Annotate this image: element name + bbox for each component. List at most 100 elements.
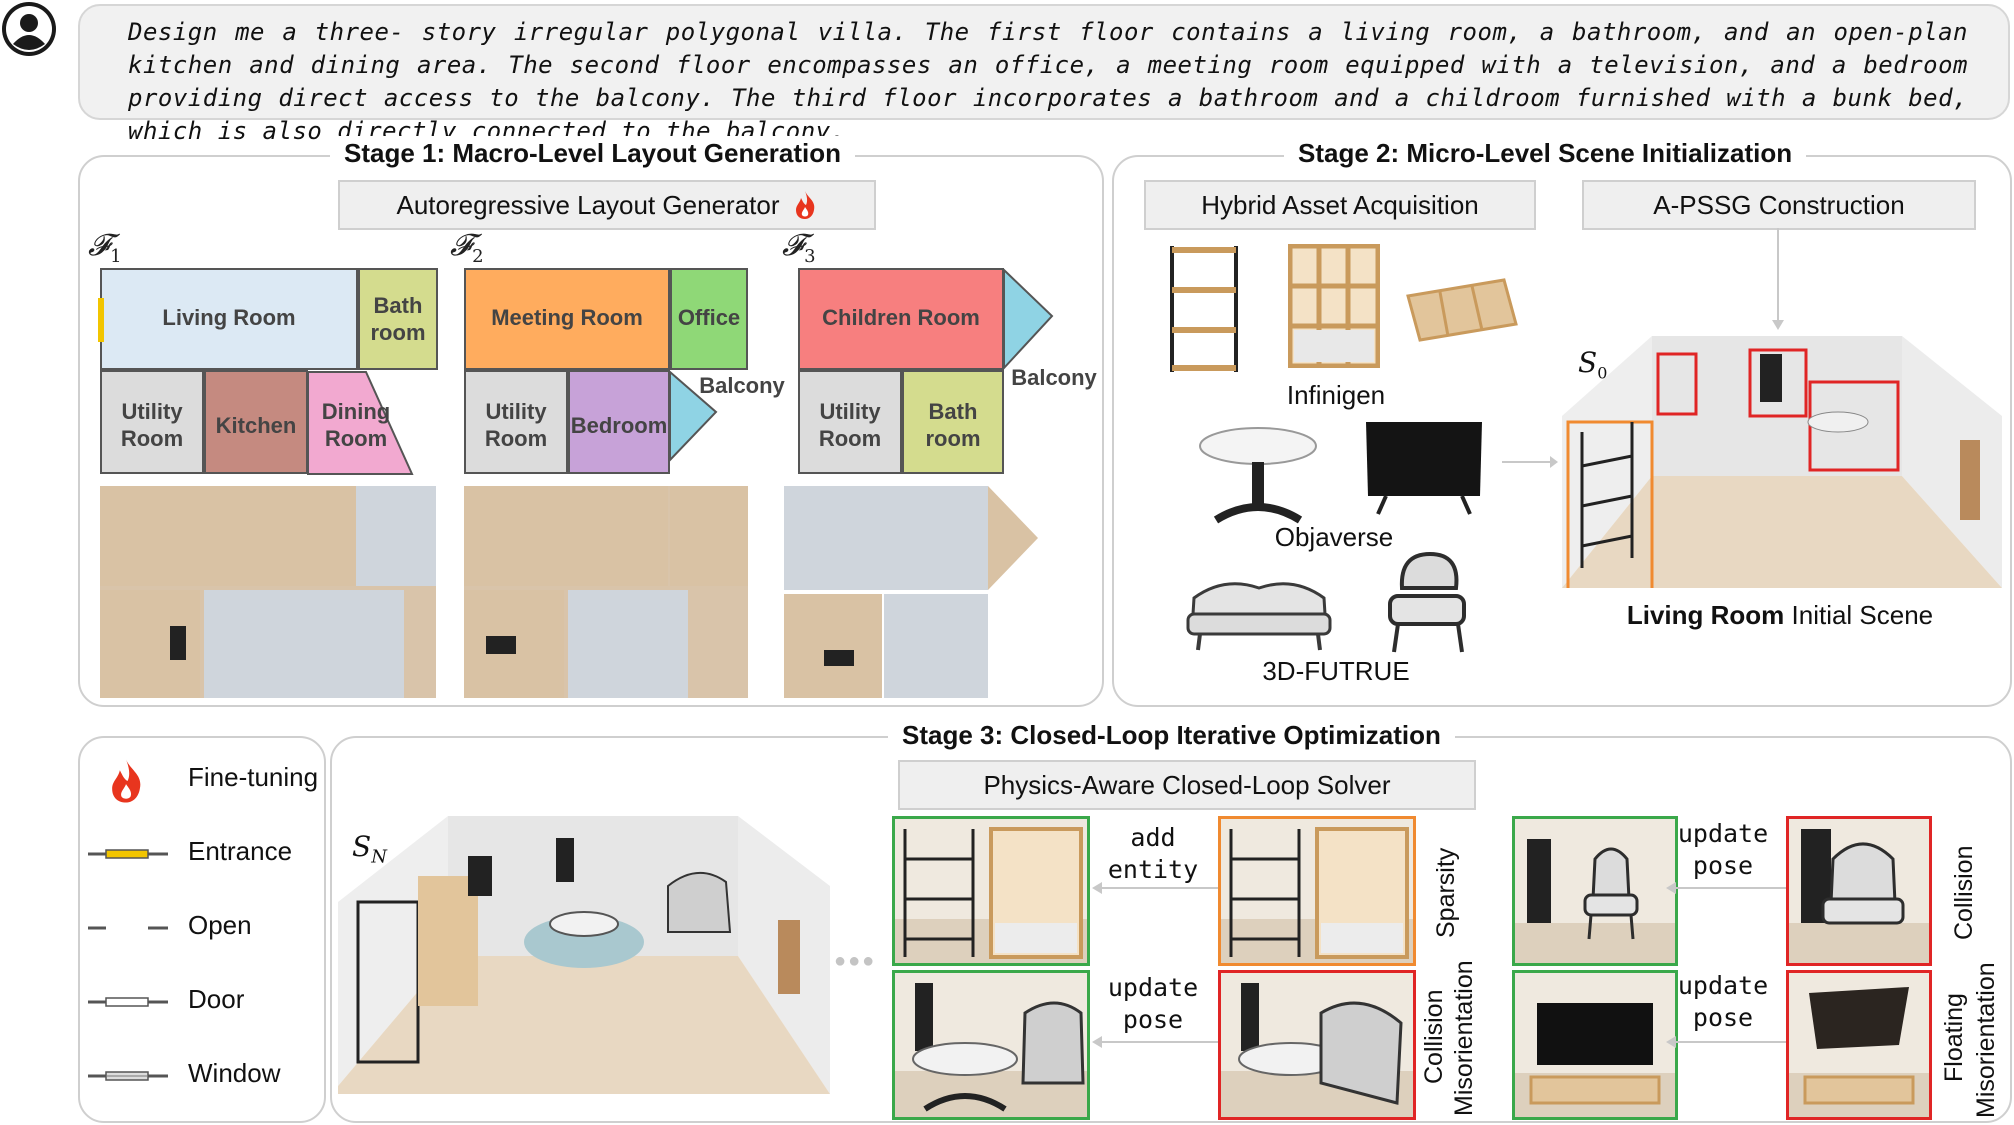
final-scene-render	[338, 816, 830, 1094]
office-block	[670, 268, 748, 370]
label-floating: Floating	[1940, 993, 1968, 1082]
legend-open: Open	[88, 908, 388, 948]
balcony-label-3: Balcony	[1011, 365, 1097, 390]
issue-thumb-collision-misorientation	[1218, 970, 1416, 1120]
legend-label: Door	[188, 984, 245, 1014]
solver-box: Physics-Aware Closed-Loop Solver	[898, 760, 1476, 810]
window-line-icon	[88, 1071, 168, 1081]
pssg-box: A-PSSG Construction	[1582, 180, 1976, 230]
result-thumb-add-entity	[892, 816, 1090, 966]
update-pose-arrow-1	[1092, 1036, 1218, 1048]
legend-window: Window	[88, 1056, 388, 1096]
final-scene-symbol: SN	[352, 830, 387, 868]
label-collision-1: Collision	[1420, 989, 1448, 1084]
legend-entrance: Entrance	[88, 834, 388, 874]
balcony-block-3	[1003, 268, 1054, 371]
shelf-asset-icon	[1170, 246, 1238, 372]
ellipsis-dots: ●●●	[834, 950, 877, 972]
kitchen-label: Kitchen	[215, 413, 297, 438]
layout-generator-box: Autoregressive Layout Generator	[338, 180, 876, 230]
legend-label: Open	[188, 910, 252, 940]
issue-thumb-sparsity	[1218, 816, 1416, 966]
floor2-render	[464, 486, 748, 698]
legend-fine-tuning: Fine-tuning	[88, 759, 388, 803]
result-thumb-update-pose-3	[1512, 970, 1678, 1120]
layout-generator-label: Autoregressive Layout Generator	[396, 189, 780, 220]
legend-label: Window	[188, 1058, 281, 1088]
assets-to-scene-arrow	[1502, 456, 1558, 468]
add-entity-arrow	[1092, 882, 1218, 894]
living-room-block	[100, 268, 358, 370]
result-thumb-update-pose-1	[892, 970, 1090, 1120]
entrance-marker	[98, 298, 104, 342]
utility-block	[100, 370, 204, 474]
floor1-index: 𝓕1	[88, 228, 122, 267]
balcony-block-2	[669, 369, 718, 463]
floor1-render	[100, 486, 436, 698]
bedroom-block	[568, 370, 670, 474]
armchair-asset-icon	[1388, 551, 1466, 653]
utility-block-3	[798, 370, 902, 474]
issue-thumb-floating-misorientation	[1786, 970, 1932, 1120]
flame-icon	[112, 759, 141, 803]
dining-block	[307, 371, 414, 475]
label-misorientation-2: Misorientation	[1972, 962, 2000, 1118]
initial-scene-symbol: S0	[1578, 346, 1608, 383]
source-infinigen: Infinigen	[1286, 380, 1386, 410]
office-label: Office	[677, 305, 741, 330]
door-line-icon	[88, 997, 168, 1007]
prompt-box: Design me a three- story irregular polyg…	[78, 4, 2010, 145]
user-avatar-icon	[0, 0, 58, 58]
legend-door: Door	[88, 982, 388, 1022]
bedroom-label: Bedroom	[570, 413, 668, 438]
stage1-title: Stage 1: Macro-Level Layout Generation	[330, 136, 856, 170]
legend-label: Entrance	[188, 836, 293, 866]
wall-shelf-asset-icon	[1406, 278, 1518, 342]
label-collision-2: Collision	[1950, 845, 1978, 940]
cube-shelf-asset-icon	[1288, 244, 1380, 368]
initial-scene-caption: Living Room Initial Scene	[1626, 600, 1934, 630]
tv-asset-icon	[1366, 422, 1482, 515]
source-3d-futrue: 3D-FUTRUE	[1262, 656, 1410, 686]
bath-block	[358, 268, 438, 370]
issue-thumb-collision	[1786, 816, 1932, 966]
update-pose-arrow-2	[1666, 882, 1786, 894]
label-sparsity: Sparsity	[1432, 847, 1460, 938]
label-misorientation-1: Misorientation	[1450, 960, 1478, 1116]
result-thumb-update-pose-2	[1512, 816, 1678, 966]
pssg-to-scene-arrow	[1772, 228, 1784, 330]
living-room-label: Living Room	[162, 305, 296, 330]
initial-scene-render	[1562, 336, 2002, 588]
utility-block-2	[464, 370, 568, 474]
legend-label: Fine-tuning	[188, 762, 319, 792]
hybrid-asset-box: Hybrid Asset Acquisition	[1144, 180, 1536, 230]
open-line-icon	[88, 926, 168, 930]
meeting-room-block	[464, 268, 670, 370]
entrance-line-icon	[88, 849, 168, 859]
floor3-render	[784, 486, 1044, 698]
bath-block-3	[902, 370, 1004, 474]
table-asset-icon	[1199, 427, 1317, 524]
balcony-label-2: Balcony	[699, 373, 785, 398]
meeting-room-label: Meeting Room	[491, 305, 643, 330]
floor3-index: 𝓕3	[782, 228, 816, 267]
flame-icon	[795, 191, 814, 219]
floor2-index: 𝓕2	[450, 228, 484, 267]
legend-list: Fine-tuning Entrance Open Door Window	[88, 759, 318, 1100]
prompt-text: Design me a three- story irregular polyg…	[128, 18, 1968, 145]
sofa-asset-icon	[1186, 582, 1332, 651]
children-room-label: Children Room	[822, 305, 980, 330]
source-objaverse: Objaverse	[1274, 522, 1394, 552]
